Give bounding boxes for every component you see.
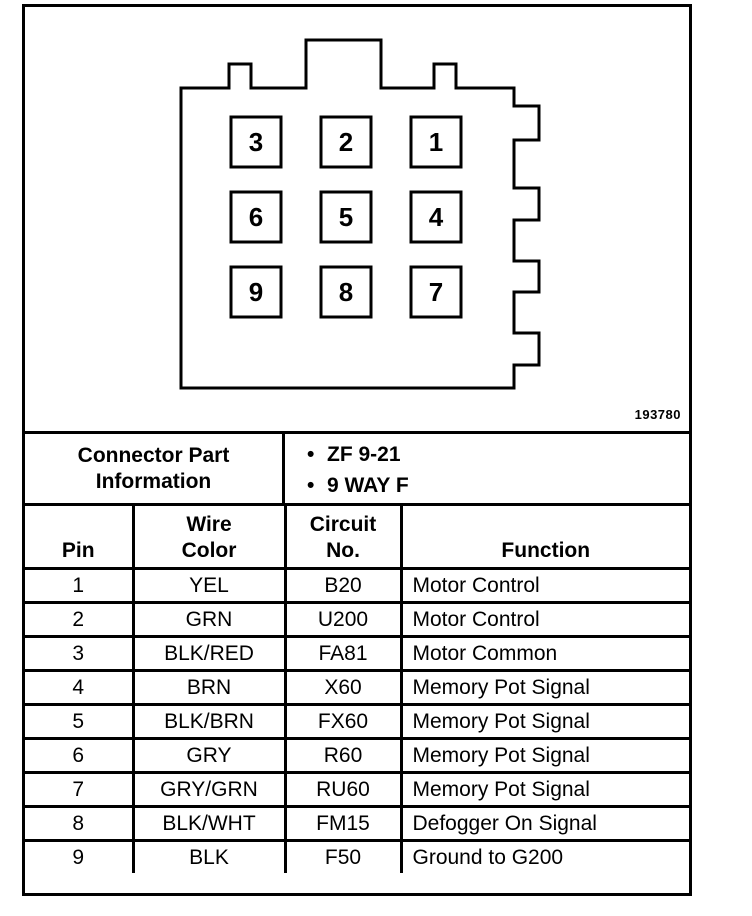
connector-info-value: 9 WAY F — [285, 470, 685, 501]
pin-cavity — [229, 265, 283, 319]
cell-function: Motor Control — [399, 601, 689, 638]
pin-number: 5 — [339, 202, 353, 232]
pin-cavity — [319, 190, 373, 244]
cell-pin: 3 — [25, 635, 135, 672]
cell-pin: 7 — [25, 771, 135, 808]
cell-function: Ground to G200 — [399, 839, 689, 873]
figure-id: 193780 — [634, 407, 681, 422]
cell-wire-color: BLK/BRN — [131, 703, 287, 740]
cell-pin: 2 — [25, 601, 135, 638]
header-pin: Pin — [25, 506, 135, 570]
pin-number: 7 — [429, 277, 443, 307]
pin-number: 8 — [339, 277, 353, 307]
cell-wire-color: BLK/RED — [131, 635, 287, 672]
cell-circuit-no: FX60 — [283, 703, 403, 740]
cell-function: Memory Pot Signal — [399, 771, 689, 808]
connector-info-values: ZF 9-21 9 WAY F — [285, 439, 685, 501]
cell-function: Motor Control — [399, 567, 689, 604]
cell-function: Motor Common — [399, 635, 689, 672]
cell-function: Memory Pot Signal — [399, 737, 689, 774]
cell-circuit-no: FA81 — [283, 635, 403, 672]
cell-function: Memory Pot Signal — [399, 669, 689, 706]
header-wire-color: Wire Color — [131, 506, 287, 570]
cell-function: Defogger On Signal — [399, 805, 689, 842]
connector-info-row: Connector Part Information ZF 9-21 9 WAY… — [25, 431, 689, 506]
cell-function: Memory Pot Signal — [399, 703, 689, 740]
cell-pin: 6 — [25, 737, 135, 774]
pin-cavity — [319, 265, 373, 319]
connector-face-drawing: 3 2 1 6 5 4 9 8 7 — [179, 38, 541, 390]
pin-number: 3 — [249, 127, 263, 157]
pin-cavity — [319, 115, 373, 169]
cell-pin: 1 — [25, 567, 135, 604]
header-function: Function — [399, 506, 689, 570]
cell-pin: 5 — [25, 703, 135, 740]
pin-number: 1 — [429, 127, 443, 157]
cell-circuit-no: F50 — [283, 839, 403, 873]
pin-number: 6 — [249, 202, 263, 232]
cell-wire-color: BRN — [131, 669, 287, 706]
cell-circuit-no: U200 — [283, 601, 403, 638]
connector-info-value: ZF 9-21 — [285, 439, 685, 470]
cell-pin: 8 — [25, 805, 135, 842]
cell-wire-color: GRY — [131, 737, 287, 774]
pin-cavity — [409, 265, 463, 319]
cell-circuit-no: R60 — [283, 737, 403, 774]
connector-diagram: 3 2 1 6 5 4 9 8 7 193780 — [25, 7, 689, 431]
cell-wire-color: YEL — [131, 567, 287, 604]
cell-wire-color: GRY/GRN — [131, 771, 287, 808]
pin-cavity — [409, 190, 463, 244]
pin-cavity — [229, 115, 283, 169]
cell-pin: 4 — [25, 669, 135, 706]
pin-number: 4 — [429, 202, 444, 232]
cell-circuit-no: RU60 — [283, 771, 403, 808]
cell-wire-color: BLK — [131, 839, 287, 873]
cell-circuit-no: B20 — [283, 567, 403, 604]
connector-info-label: Connector Part Information — [25, 434, 285, 503]
cell-circuit-no: FM15 — [283, 805, 403, 842]
pin-cavity — [409, 115, 463, 169]
cell-pin: 9 — [25, 839, 135, 873]
cell-wire-color: GRN — [131, 601, 287, 638]
pin-number: 9 — [249, 277, 263, 307]
pin-number: 2 — [339, 127, 353, 157]
cell-wire-color: BLK/WHT — [131, 805, 287, 842]
cell-circuit-no: X60 — [283, 669, 403, 706]
connector-housing — [179, 38, 541, 390]
pin-table-header: Pin Wire Color Circuit No. Function — [25, 506, 689, 570]
pin-cavity — [229, 190, 283, 244]
header-circuit-no: Circuit No. — [283, 506, 403, 570]
